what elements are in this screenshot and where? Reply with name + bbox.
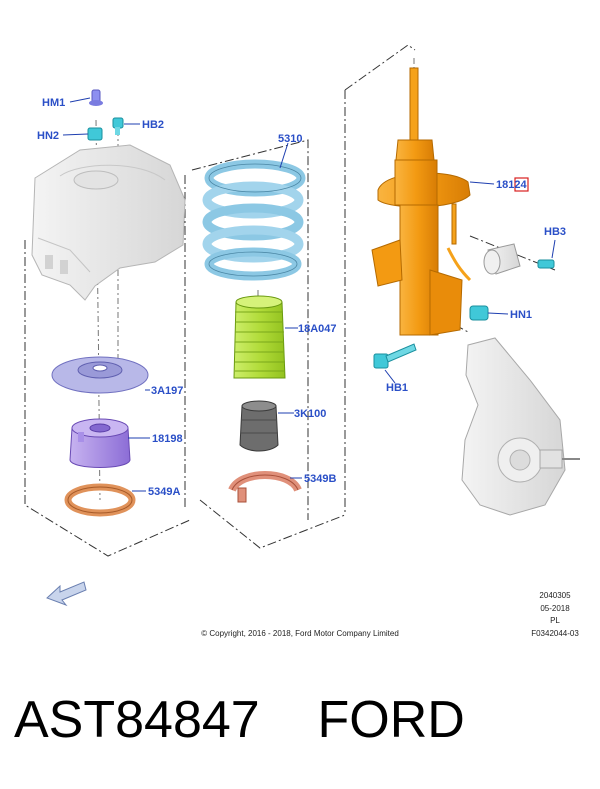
bump-stop-3k100 xyxy=(239,400,279,452)
hm1-stud-part xyxy=(89,89,103,106)
callout-hn2: HN2 xyxy=(37,130,59,142)
leader-lines xyxy=(62,97,556,492)
callout-18198: 18198 xyxy=(152,433,183,445)
lower-isolator-5349b xyxy=(228,471,302,503)
exploded-boundary-left xyxy=(24,175,191,557)
strut-tower-panel xyxy=(31,144,186,301)
top-mount-18198 xyxy=(69,418,131,468)
steering-knuckle xyxy=(461,337,580,516)
callout-5310: 5310 xyxy=(278,133,302,145)
copyright-notice: © Copyright, 2016 - 2018, Ford Motor Com… xyxy=(201,629,399,638)
strut-assembly-18124 xyxy=(371,58,472,336)
callout-18a047: 18A047 xyxy=(298,323,337,335)
figure-number: F0342044-03 xyxy=(531,629,579,638)
diagram-code: 2040305 xyxy=(539,591,571,600)
callout-5349a: 5349A xyxy=(148,486,180,498)
hb3-bracket-part xyxy=(483,243,555,275)
diagram-date: 05-2018 xyxy=(540,604,570,613)
coil-spring-5310 xyxy=(202,159,306,281)
callout-3k100: 3K100 xyxy=(294,408,326,420)
highlight-box-18124 xyxy=(514,177,529,192)
callout-hm1: HM1 xyxy=(42,97,65,109)
callout-hn1: HN1 xyxy=(510,309,532,321)
hn2-nut-part xyxy=(87,127,103,141)
upper-mount-plate-3a197 xyxy=(51,356,149,394)
hn1-nut-part xyxy=(469,305,489,321)
part-number-title: AST84847 FORD xyxy=(14,691,465,749)
exploded-boundary-right xyxy=(344,44,416,515)
callout-hb2: HB2 xyxy=(142,119,164,131)
callout-5349b: 5349B xyxy=(304,473,336,485)
callout-3a197: 3A197 xyxy=(151,385,183,397)
isolator-ring-5349a xyxy=(64,483,136,517)
exploded-boundary-center xyxy=(191,139,346,549)
dust-boot-18a047 xyxy=(233,295,286,379)
callout-18124: 18124 xyxy=(496,179,527,191)
exploded-suspension-diagram: HM1 HN2 HB2 5310 18124 HB3 18A047 HN1 3A… xyxy=(24,44,580,638)
diagram-language: PL xyxy=(550,616,560,625)
hb1-bolt-part xyxy=(373,343,417,369)
front-direction-arrow-icon xyxy=(46,581,87,607)
hb2-bolt-part xyxy=(112,117,124,135)
callout-hb3: HB3 xyxy=(544,226,566,238)
callout-hb1: HB1 xyxy=(386,382,408,394)
